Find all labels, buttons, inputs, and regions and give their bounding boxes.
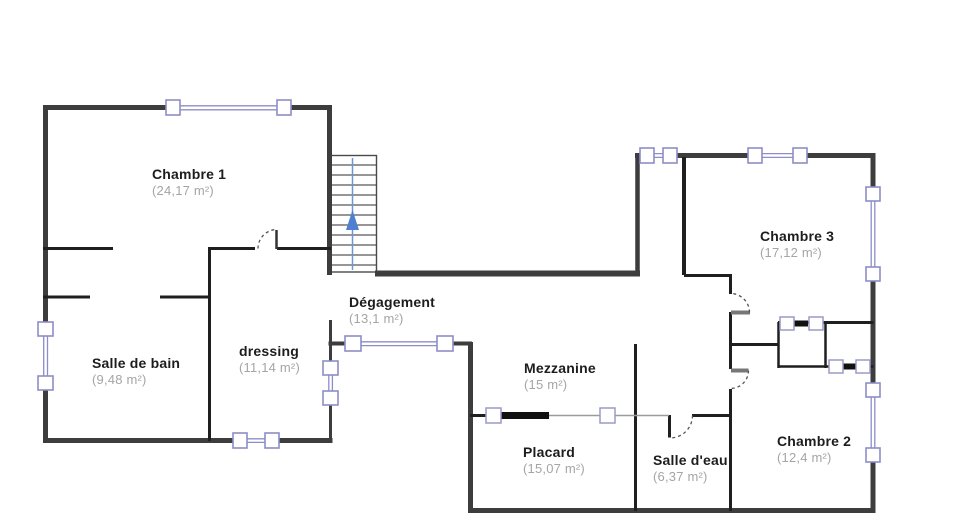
room-name-salle-de-bain: Salle de bain xyxy=(92,355,181,371)
room-name-dressing: dressing xyxy=(239,343,299,359)
door-chambre-3 xyxy=(730,292,751,315)
room-name-chambre-3: Chambre 3 xyxy=(760,228,835,244)
room-area-chambre-3: (17,12 m²) xyxy=(760,245,822,260)
room-label-chambre-2: Chambre 2 (12,4 m²) xyxy=(777,433,851,466)
room-area-salle-de-bain: (9,48 m²) xyxy=(92,372,147,387)
room-name-salle-deau: Salle d'eau xyxy=(653,452,728,468)
room-label-salle-deau: Salle d'eau (6,37 m²) xyxy=(653,452,728,485)
sliding-hatch-top xyxy=(779,316,824,331)
room-name-degagement: Dégagement xyxy=(349,294,436,310)
window-chambre3-right xyxy=(865,186,881,282)
room-area-chambre-1: (24,17 m²) xyxy=(152,183,214,198)
window-chambre3-top xyxy=(747,147,808,164)
window-dressing-east xyxy=(322,360,339,406)
window-dressing-bottom xyxy=(232,432,280,449)
room-label-degagement: Dégagement (13,1 m²) xyxy=(349,294,435,327)
room-label-chambre-1: Chambre 1 (24,17 m²) xyxy=(152,166,226,199)
room-label-dressing: dressing (11,14 m²) xyxy=(239,343,300,376)
room-label-salle-de-bain: Salle de bain (9,48 m²) xyxy=(92,355,180,388)
room-name-chambre-1: Chambre 1 xyxy=(152,166,227,182)
room-label-placard: Placard (15,07 m²) xyxy=(523,444,585,477)
window-chambre1-top xyxy=(165,99,292,116)
window-chambre2-right xyxy=(865,382,881,463)
room-area-placard: (15,07 m²) xyxy=(523,461,585,476)
windows xyxy=(37,99,881,463)
room-name-chambre-2: Chambre 2 xyxy=(777,433,852,449)
sliding-door-placard xyxy=(485,407,616,424)
interior-walls xyxy=(43,157,874,511)
room-area-degagement: (13,1 m²) xyxy=(349,311,404,326)
window-degagement-south xyxy=(344,335,454,352)
sliding-hatch-right xyxy=(828,359,871,374)
room-label-mezzanine: Mezzanine (15 m²) xyxy=(524,360,596,393)
room-area-mezzanine: (15 m²) xyxy=(524,377,568,392)
room-name-placard: Placard xyxy=(523,444,575,460)
stairs-up-arrow-icon xyxy=(346,210,359,230)
sliding-doors xyxy=(485,316,871,424)
doors xyxy=(257,228,751,439)
door-chambre-1 xyxy=(257,228,278,249)
door-chambre-2 xyxy=(730,368,750,390)
staircase xyxy=(329,154,378,273)
room-label-chambre-3: Chambre 3 (17,12 m²) xyxy=(760,228,834,261)
room-area-salle-deau: (6,37 m²) xyxy=(653,469,708,484)
room-area-dressing: (11,14 m²) xyxy=(239,360,300,375)
window-hall-top xyxy=(639,147,678,164)
door-salle-deau xyxy=(669,415,694,439)
window-salle-de-bain-left xyxy=(37,321,54,391)
room-name-mezzanine: Mezzanine xyxy=(524,360,596,376)
room-area-chambre-2: (12,4 m²) xyxy=(777,450,832,465)
